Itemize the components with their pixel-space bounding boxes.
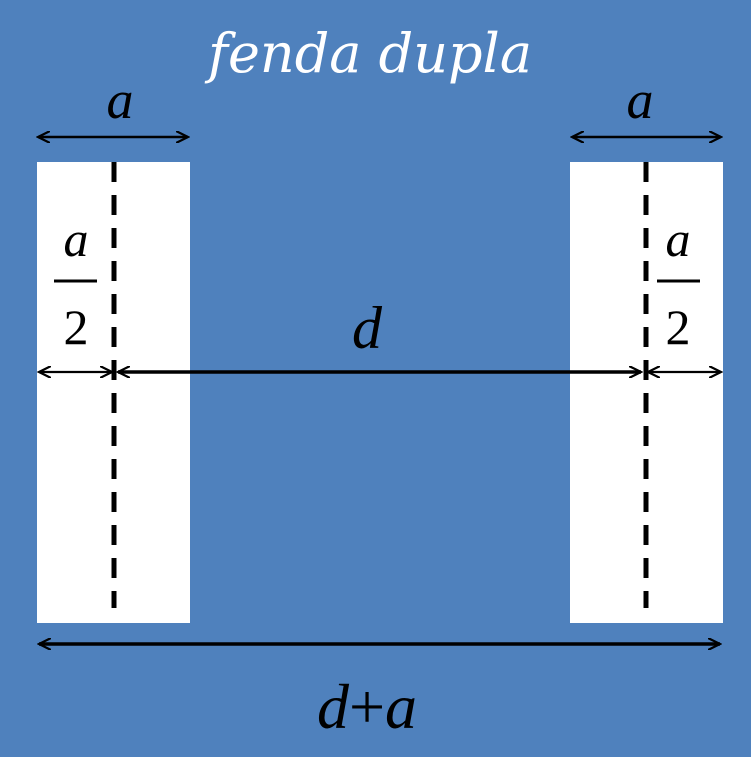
left-half-denominator: 2 xyxy=(64,299,89,355)
diagram-title: fenda dupla xyxy=(204,22,532,85)
total-width-plus: + xyxy=(349,671,385,742)
right-half-numerator: a xyxy=(666,211,691,267)
separation-label: d xyxy=(352,295,383,361)
left-slit-width-label: a xyxy=(107,70,134,130)
right-slit-width-label: a xyxy=(627,70,654,130)
total-width-label: d+a xyxy=(317,671,417,742)
total-width-d: d xyxy=(317,671,350,742)
total-width-a: a xyxy=(385,671,417,742)
right-half-denominator: 2 xyxy=(666,299,691,355)
left-half-numerator: a xyxy=(64,211,89,267)
